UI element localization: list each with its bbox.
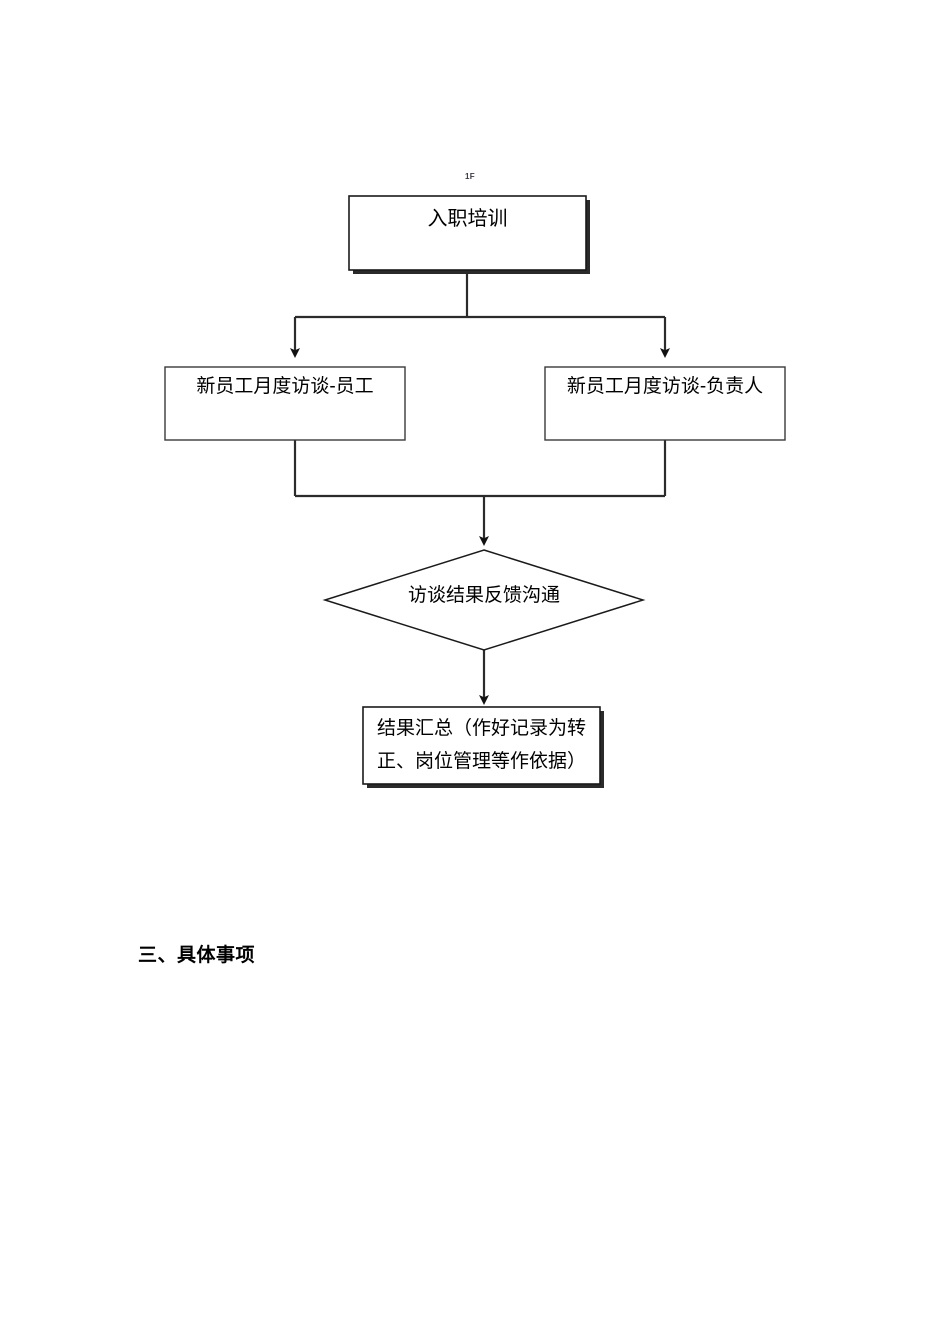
node-feedback-diamond[interactable] — [322, 549, 646, 651]
node-onboarding-box[interactable] — [348, 195, 587, 271]
flowchart: 1F 入职培训 新员工月度访谈-员工 新员工月度访谈-负责人 访谈结果反馈沟通 … — [164, 172, 786, 788]
flowchart-canvas — [164, 195, 786, 788]
node-interview-employee-box[interactable] — [164, 366, 406, 441]
section-heading: 三、具体事项 — [138, 945, 256, 966]
node-interview-manager-box[interactable] — [544, 366, 786, 441]
node-shape-group — [164, 195, 786, 788]
connector-group — [290, 270, 670, 705]
floor-marker-label: 1F — [465, 172, 475, 181]
node-summary-box[interactable] — [362, 706, 601, 785]
